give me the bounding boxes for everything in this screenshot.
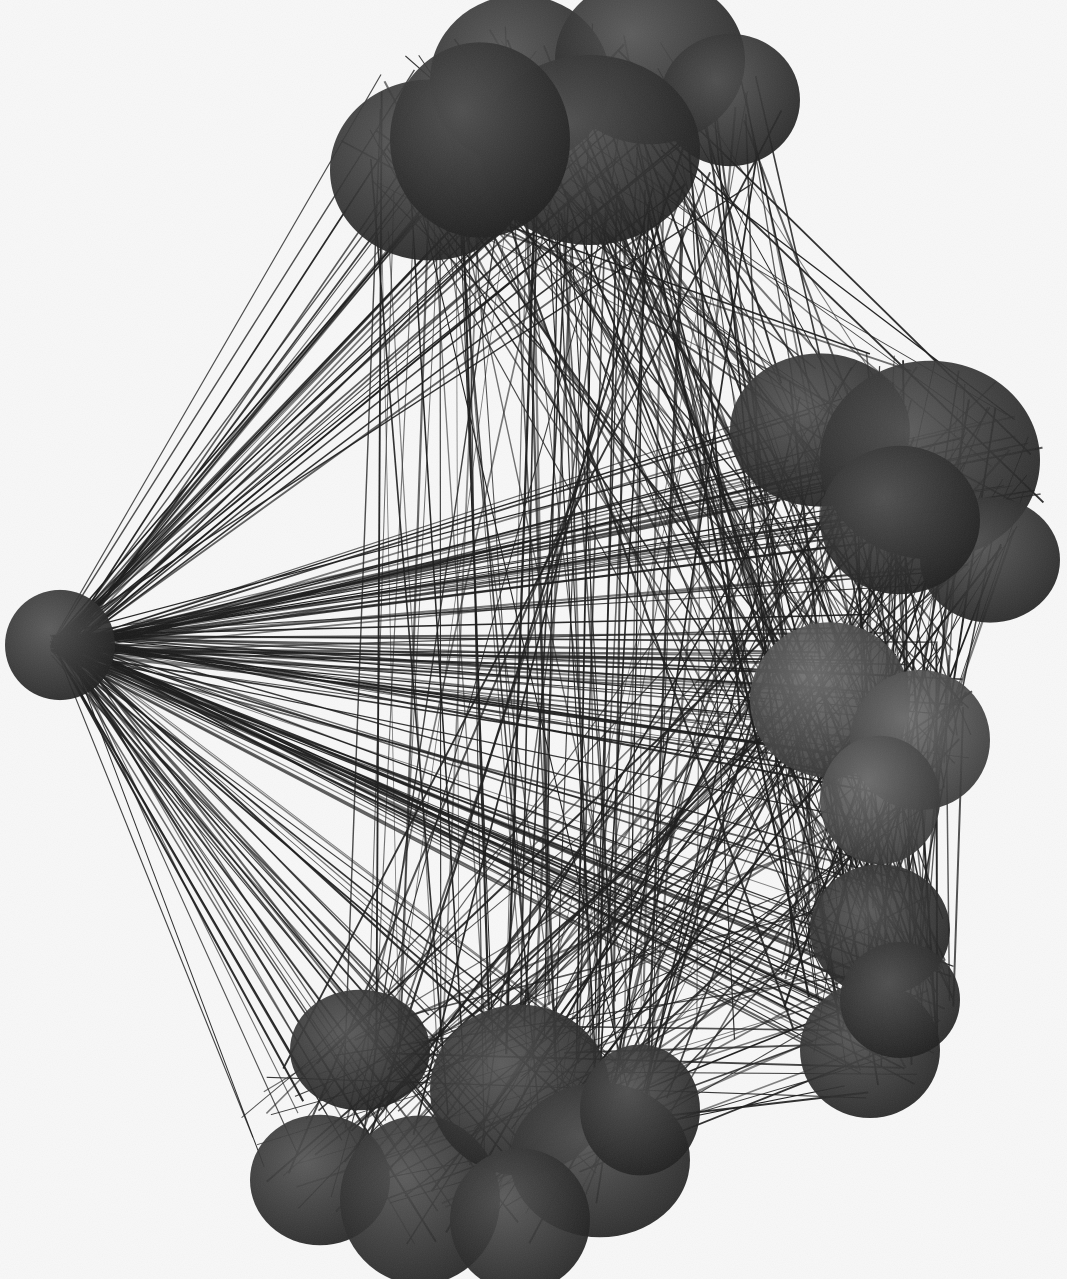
- grain-overlay: [0, 0, 1067, 1279]
- network-figure: [0, 0, 1067, 1279]
- network-canvas: [0, 0, 1067, 1279]
